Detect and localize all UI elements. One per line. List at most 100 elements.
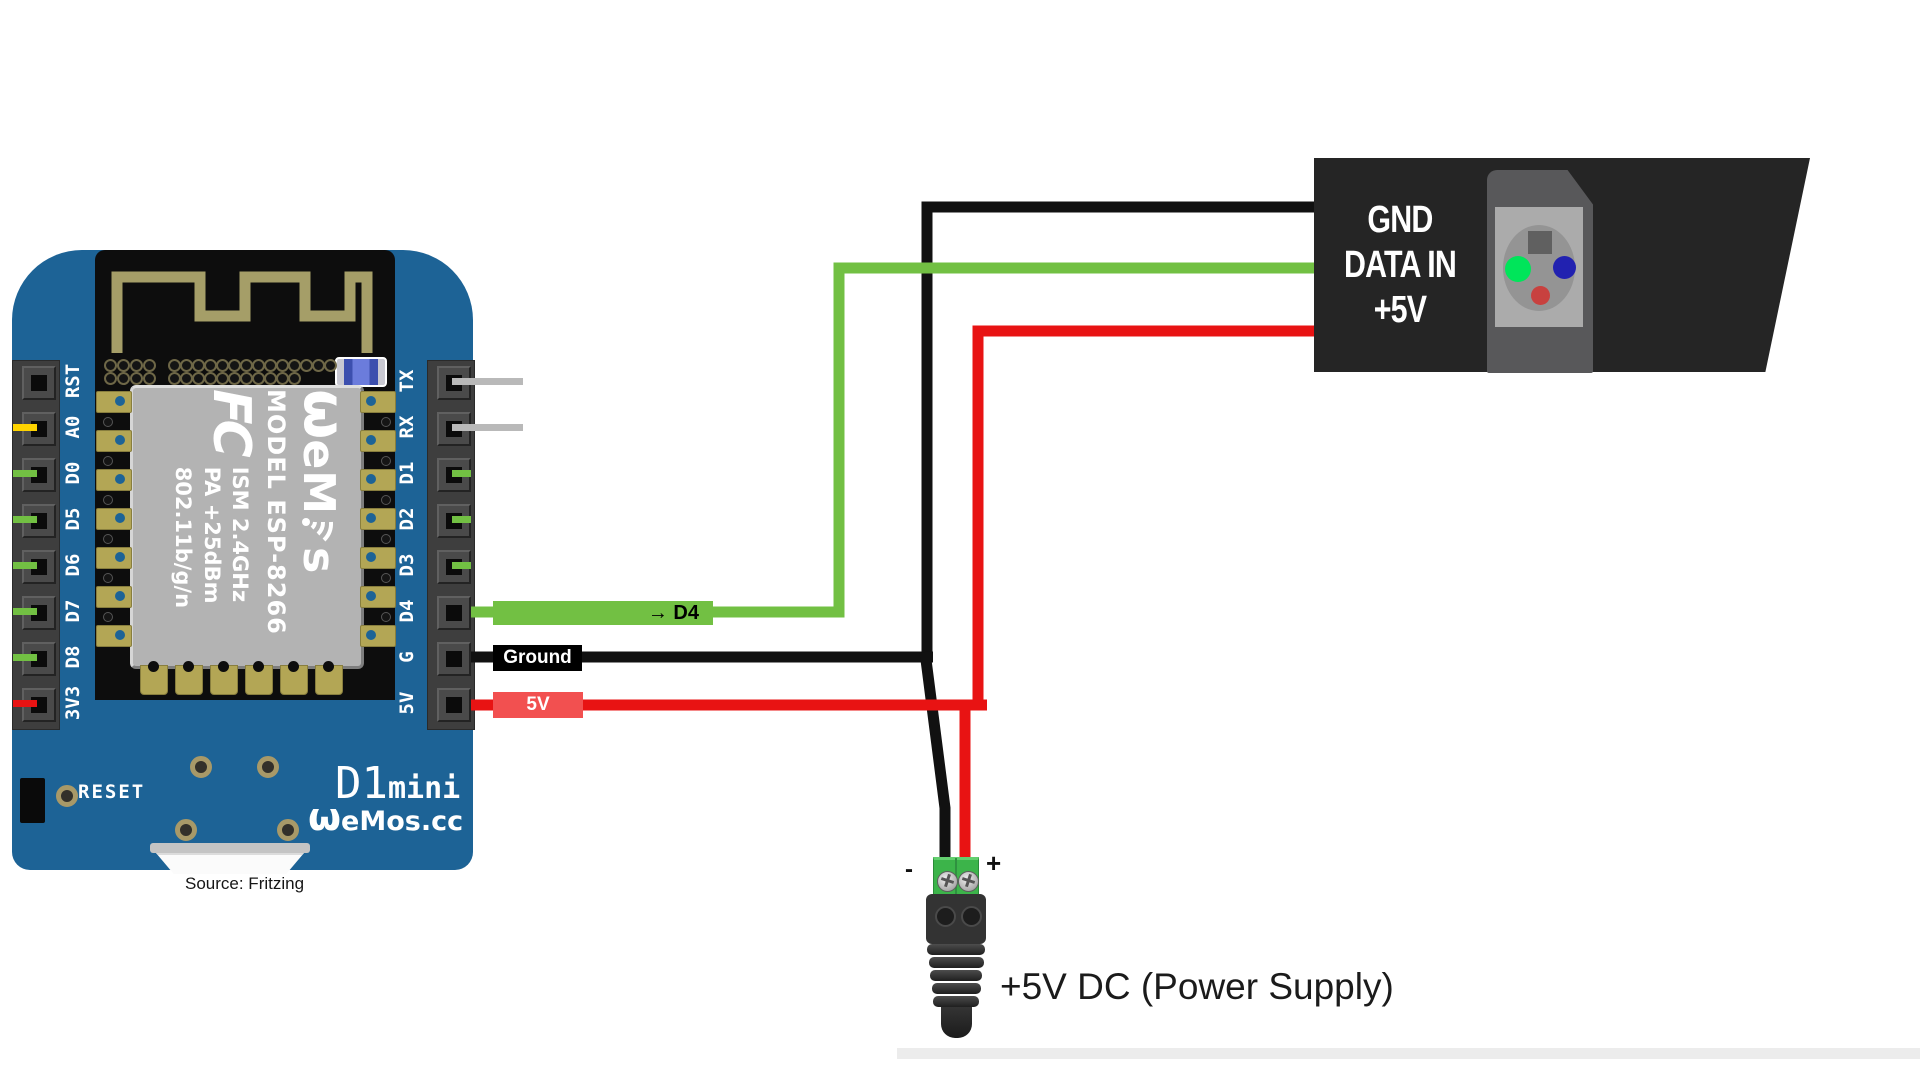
solder-dot (130, 359, 143, 372)
via-right (381, 417, 391, 427)
pin-right-D4 (446, 605, 462, 621)
via-left (103, 573, 113, 583)
stub-right-D1 (452, 470, 471, 477)
pin-label-D8: D8 (62, 645, 84, 669)
rib-1 (928, 957, 984, 968)
pin-socket-right-6 (437, 642, 471, 676)
usb-connector-bar (150, 843, 310, 853)
pad-bottom-2 (210, 661, 238, 695)
pin-label-D6: D6 (62, 553, 84, 577)
via-right (381, 456, 391, 466)
via-left (103, 495, 113, 505)
source-note: Source: Fritzing (185, 874, 305, 893)
stub-left-D5 (13, 516, 37, 523)
jack-indent-left (935, 906, 956, 927)
mounting-hole-1 (257, 756, 279, 778)
pad-right (360, 469, 396, 491)
pad-bottom-3 (245, 661, 273, 695)
pad-left (96, 469, 132, 491)
ground-wire-label: Ground (493, 645, 582, 671)
stub-left-A0 (13, 424, 37, 431)
connector-pin-blue (1553, 256, 1576, 279)
connector-pin-red (1531, 286, 1550, 305)
pin-label-RST: RST (62, 363, 84, 399)
pin-label-D3: D3 (396, 553, 418, 577)
solder-dot (143, 372, 156, 385)
pin-label-5V: 5V (396, 691, 418, 715)
rib-3 (931, 983, 981, 994)
data-in-label: DATA IN (1343, 244, 1457, 286)
plus-terminal-label: + (986, 848, 1002, 878)
d4-wire-label: → D4 (493, 601, 713, 625)
mounting-hole-2 (175, 819, 197, 841)
pin-socket-left-0 (22, 366, 56, 400)
pad-right (360, 625, 396, 647)
esp8266-shield (130, 385, 364, 669)
via-right (381, 534, 391, 544)
mounting-hole-4 (56, 785, 78, 807)
mounting-hole-0 (190, 756, 212, 778)
pin-label-D5: D5 (62, 507, 84, 531)
pad-right (360, 586, 396, 608)
stub-left-D7 (13, 608, 37, 615)
data-wire (452, 262, 1353, 618)
pin-socket-left-3 (22, 504, 56, 538)
stub-left-3V3 (13, 700, 37, 707)
gnd-label: GND (1367, 199, 1433, 241)
via-right (381, 612, 391, 622)
pin-socket-right-7 (437, 688, 471, 722)
pad-right (360, 430, 396, 452)
solder-dot (104, 359, 117, 372)
stub-right-D2 (452, 516, 471, 523)
solder-dot (117, 372, 130, 385)
bottom-gray-band (897, 1048, 1920, 1059)
pin-right-5V (446, 697, 462, 713)
solder-dot (117, 359, 130, 372)
stub-left-D6 (13, 562, 37, 569)
stub-left-D0 (13, 470, 37, 477)
reset-label: RESET (78, 781, 146, 803)
via-left (103, 612, 113, 622)
barrel-jack-tip (941, 1007, 972, 1038)
pin-label-D1: D1 (396, 461, 418, 485)
pin-label-A0: A0 (62, 415, 84, 439)
connector-key-notch (1528, 231, 1552, 254)
rib-2 (930, 970, 982, 981)
terminal-screw-left (937, 871, 958, 892)
rib-0 (927, 944, 985, 955)
solder-dot (143, 359, 156, 372)
pin-label-G: G (396, 651, 418, 663)
plus5v-label: +5V (1373, 289, 1427, 331)
stub-right-TX (452, 378, 523, 385)
pad-left (96, 547, 132, 569)
pad-right (360, 508, 396, 530)
pad-bottom-1 (175, 661, 203, 695)
ground-wire (452, 201, 1353, 860)
solder-dot (104, 372, 117, 385)
stub-left-D8 (13, 654, 37, 661)
minus-terminal-label: - (905, 856, 913, 883)
pin-right-G (446, 651, 462, 667)
via-right (381, 495, 391, 505)
reset-button (20, 778, 45, 823)
usb-connector (156, 853, 304, 874)
connector-pin-green (1505, 256, 1531, 282)
solder-dot (130, 372, 143, 385)
via-left (103, 456, 113, 466)
pin-label-D0: D0 (62, 461, 84, 485)
stub-right-D3 (452, 562, 471, 569)
pin-socket-right-5 (437, 596, 471, 630)
antenna-trace-icon (111, 271, 373, 353)
pad-bottom-4 (280, 661, 308, 695)
pin-label-D7: D7 (62, 599, 84, 623)
pad-right (360, 547, 396, 569)
pad-left (96, 391, 132, 413)
pin-label-3V3: 3V3 (62, 685, 84, 721)
pad-bottom-5 (315, 661, 343, 695)
power-supply-caption: +5V DC (Power Supply) (1000, 966, 1394, 1007)
solder-dot (288, 372, 301, 385)
stub-right-RX (452, 424, 523, 431)
